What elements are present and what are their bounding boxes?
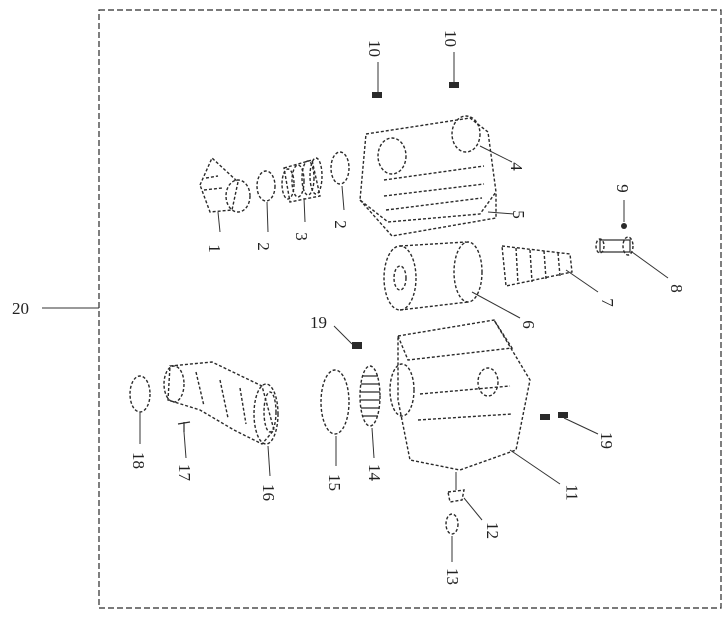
leader-3 (303, 197, 306, 223)
leader-8 (631, 251, 669, 279)
part-14-mesh (359, 365, 381, 427)
callout-20: 20 (12, 299, 29, 318)
part-9-bolt-head (621, 223, 627, 229)
callout-15: 15 (325, 474, 344, 491)
callout-14: 14 (365, 464, 384, 481)
callout-17: 17 (175, 464, 194, 481)
leader-12 (463, 497, 483, 521)
assembly-boundary (98, 9, 722, 609)
part-11-lower-box (389, 319, 531, 471)
callout-11: 11 (562, 484, 582, 501)
part-3-bellows (281, 157, 323, 203)
leader-2b (341, 185, 345, 211)
leader-7 (565, 269, 599, 293)
part-2a-ring (256, 170, 276, 202)
callout-19a: 19 (310, 313, 327, 332)
part-1-intake-funnel (199, 156, 251, 213)
leader-6 (471, 291, 521, 319)
callout-12: 12 (483, 522, 502, 539)
part-2b-ring (330, 151, 350, 185)
callout-4: 4 (506, 162, 526, 171)
callout-2a: 2 (253, 242, 273, 251)
callout-2b: 2 (330, 220, 350, 229)
part-13-cap (445, 513, 459, 535)
part-8-bolt (595, 236, 634, 256)
part-4-5-housing-cover (359, 115, 497, 237)
callout-7: 7 (597, 298, 617, 307)
leader-14 (371, 427, 375, 459)
part-10b-screw (449, 82, 459, 88)
part-15-ring (320, 369, 350, 435)
part-6-filter (383, 241, 483, 311)
part-19b-clip (540, 414, 550, 420)
part-12-drain (447, 489, 465, 503)
leader-4 (479, 145, 513, 163)
part-18-ring (129, 375, 151, 413)
callout-5: 5 (508, 210, 528, 219)
callout-13: 13 (443, 568, 462, 585)
part-10a-screw (372, 92, 382, 98)
callout-10b: 10 (441, 30, 460, 47)
part-19a-clip (352, 342, 362, 349)
callout-6: 6 (518, 320, 538, 329)
callout-10a: 10 (365, 40, 384, 57)
leader-2a (266, 201, 269, 233)
leader-16 (267, 445, 271, 477)
part-7-sleeve (501, 245, 573, 287)
leader-11 (509, 449, 561, 485)
part-16-elbow-duct (163, 361, 279, 445)
callout-19b: 19 (597, 432, 616, 449)
callout-8: 8 (666, 284, 686, 293)
part-17-screw (177, 421, 191, 432)
callout-9: 9 (612, 184, 632, 193)
callout-18: 18 (129, 452, 148, 469)
leader-5 (487, 211, 515, 215)
callout-1: 1 (204, 244, 224, 253)
callout-16: 16 (259, 484, 278, 501)
callout-3: 3 (291, 232, 311, 241)
leader-1 (217, 211, 221, 233)
